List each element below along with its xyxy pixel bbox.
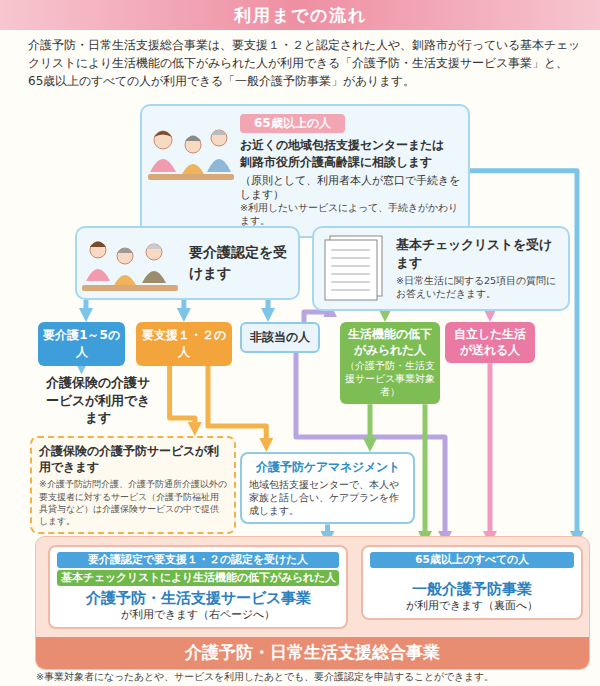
node-text: 自立した生活が送れる人 [449,327,531,358]
flow-arrow [368,404,373,444]
node-text: 非該当の人 [250,329,310,346]
flow-arrow [84,300,89,314]
node-text: 要介護1～5の人 [42,327,121,361]
node-text: 地域包括支援センターで、本人や家族と話し合い、ケアプランを作成します。 [249,479,406,517]
general-program-box: 65歳以上のすべての人一般介護予防事業が利用できます（裏面へ） [361,545,583,620]
service-program-box: 要介護認定で要支援１・２の認定を受けた人基本チェックリストにより生活機能の低下が… [48,545,348,629]
node-text: 基本チェックリストを受けます [396,236,560,272]
node-text: 65歳以上のすべての人 [370,552,574,568]
node-text: ※利用したいサービスによって、手続きがかわります。 [240,202,460,228]
flow-arrow [488,311,493,314]
flow-arrow [383,311,388,314]
node-text: 一般介護予防事業 [370,580,574,599]
node-text: 要介護認定で要支援１・２の認定を受けた人 [57,552,339,568]
node-text: 要介護認定を受けます [189,242,290,284]
support-level-box: 要支援１・２の人 [136,322,232,366]
comprehensive-band: 介護予防・日常生活支援総合事業 要介護認定で要支援１・２の認定を受けた人基本チェッ… [35,536,590,670]
consult-box: 65歳以上の人お近くの地域包括支援センターまたは 釧路市役所介護高齢課に相談しま… [140,104,470,238]
flow-arrow [423,404,428,537]
node-text: 介護保険の介護サービスが利用できます [40,374,156,427]
checklist-box: 基本チェックリストを受けます ※日常生活に関する25項目の質問にお答えいただきます… [312,226,570,311]
node-text: ※介護予防訪問介護、介護予防通所介護以外の要支援者に対するサービス（介護予防福祉… [39,478,227,527]
node-text: 基本チェックリストにより生活機能の低下がみられた人 [57,570,339,586]
flow-arrow [488,363,493,537]
prevention-service-box: 介護保険の介護予防サービスが利用できます※介護予防訪問介護、介護予防通所介護以外… [30,436,236,534]
certification-box: 要介護認定を受けます [75,226,300,300]
node-text: 生活機能の低下がみられた人 [344,327,436,358]
title-text: 利用までの流れ [234,4,367,27]
title-band: 利用までの流れ [0,0,600,30]
footnote: ※事業対象者になったあとや、サービスを利用したあとでも、要介護認定を申請すること… [36,671,592,684]
flow-arrow [170,366,195,428]
flow-arrow [304,311,330,322]
node-text: ※日常生活に関する25項目の質問にお答えいただきます。 [396,275,560,301]
node-text: 介護予防・生活支援サービス事業 [57,589,339,608]
node-text: が利用できます（右ページへ） [57,608,339,622]
not-applicable-box: 非該当の人 [240,322,320,353]
flow-arrow [266,300,271,314]
care-management-box: 介護予防ケアマネジメント地域包括支援センターで、本人や家族と話し合い、ケアプラン… [240,452,415,524]
node-text: が利用できます（裏面へ） [370,599,574,613]
intro-text: 介護予防・日常生活支援総合事業は、要支援１・２と認定された人や、釧路市が行ってい… [28,36,580,90]
node-text: お近くの地域包括支援センターまたは 釧路市役所介護高齢課に相談します [240,137,460,171]
care-service-text: 介護保険の介護サービスが利用できます [38,372,158,429]
node-text: 介護予防・日常生活支援総合事業 [36,637,589,669]
node-text: （介護予防・生活支援サービス事業対象者） [344,360,436,399]
node-text: 要支援１・２の人 [140,327,228,361]
care-level-box: 要介護1～5の人 [38,322,125,366]
node-text: 介護予防ケアマネジメント [249,459,406,476]
flow-arrow [181,300,186,314]
node-text: （原則として、利用者本人が窓口で手続きをします） [240,174,460,202]
node-text: 介護保険の介護予防サービスが利用できます [39,443,227,475]
decline-box: 生活機能の低下がみられた人（介護予防・生活支援サービス事業対象者） [340,322,440,404]
independent-box: 自立した生活が送れる人 [445,322,535,363]
flow-arrow [208,366,266,444]
node-text: 65歳以上の人 [240,114,345,133]
